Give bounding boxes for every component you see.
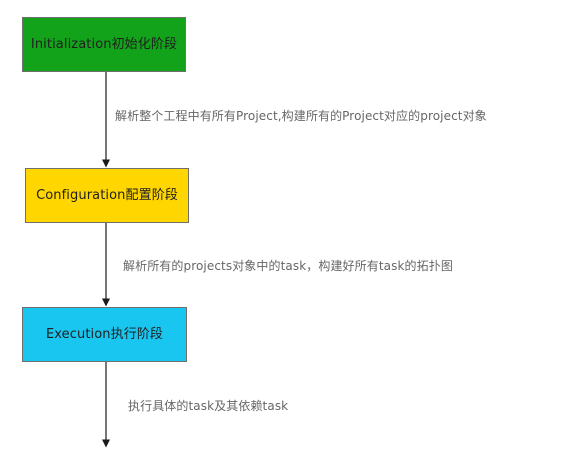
initialization-note: 解析整个工程中有所有Project,构建所有的Project对应的project… bbox=[115, 109, 487, 123]
execution-stage-box: Execution执行阶段 bbox=[22, 307, 187, 362]
execution-note: 执行具体的task及其依赖task bbox=[128, 399, 289, 413]
initialization-stage-box: Initialization初始化阶段 bbox=[22, 17, 186, 72]
configuration-note: 解析所有的projects对象中的task，构建好所有task的拓扑图 bbox=[123, 259, 453, 273]
configuration-stage-box: Configuration配置阶段 bbox=[25, 168, 189, 223]
